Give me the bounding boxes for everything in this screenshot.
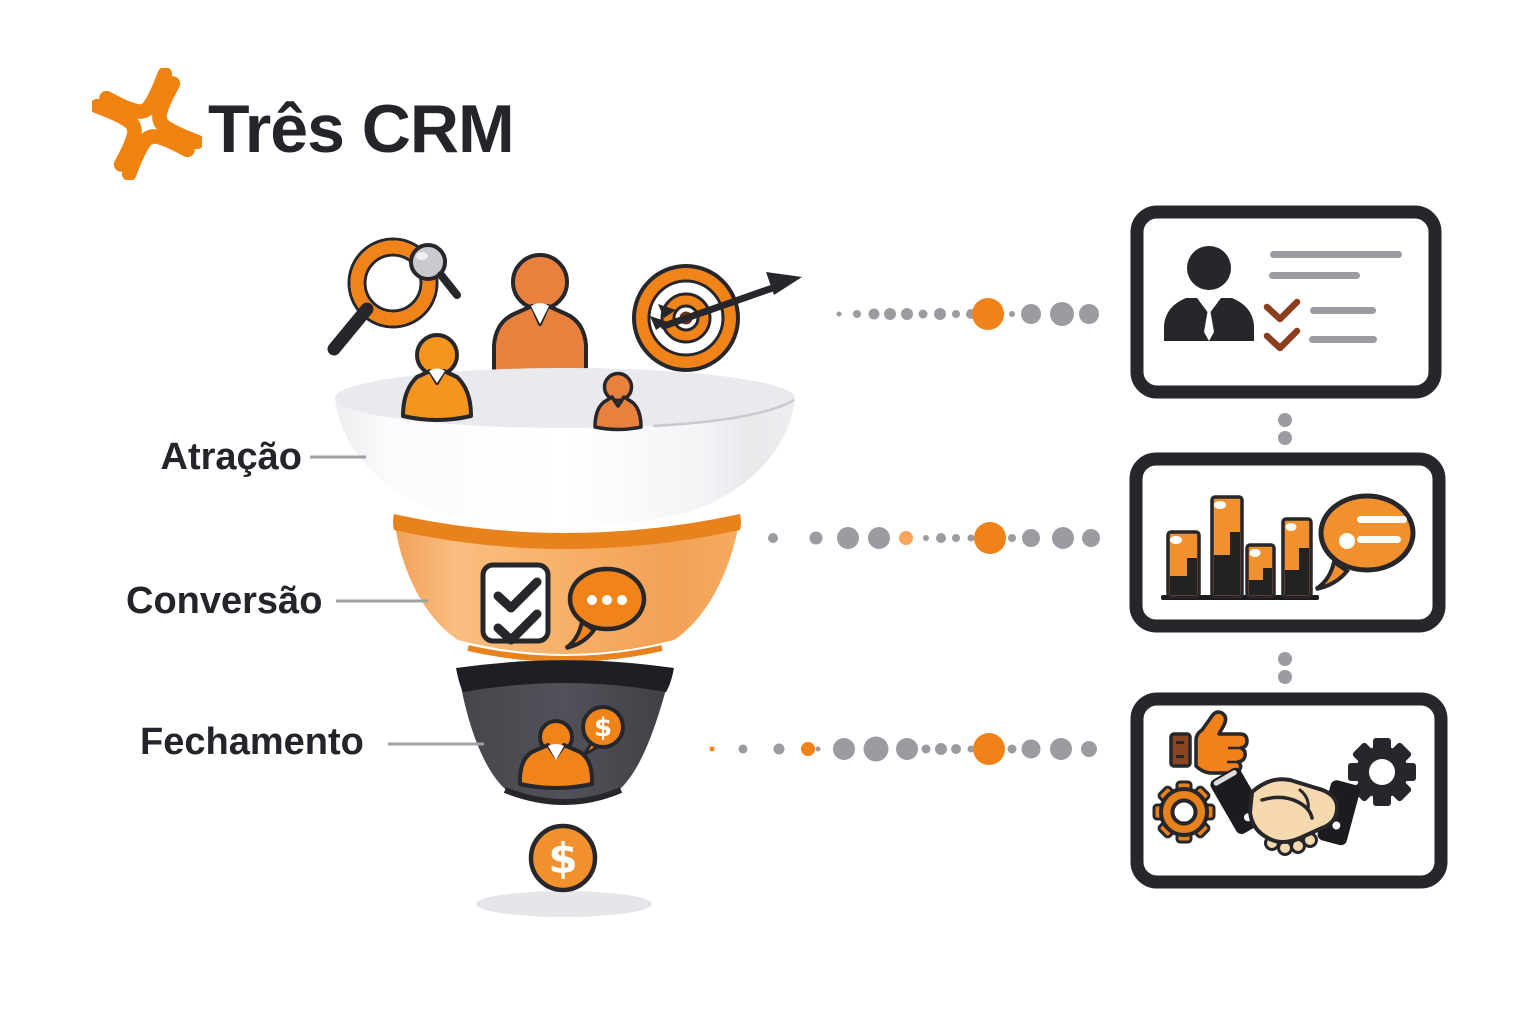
bar-chart-icon	[1161, 495, 1319, 600]
checkmark-icons	[1263, 298, 1301, 352]
card-link-dots-2	[1278, 652, 1292, 684]
label-connectors	[310, 455, 484, 746]
funnel-stage-closing: $	[456, 660, 674, 805]
funnel-stage-attraction	[335, 368, 795, 527]
prospect-person-small-icon	[593, 371, 643, 432]
brand-star-icon	[92, 68, 202, 180]
dotted-connector-conversion	[768, 522, 1100, 554]
profile-text-lines	[1269, 251, 1402, 343]
dotted-connector-closing	[709, 733, 1097, 765]
stage-label-attraction: Atração	[160, 436, 303, 478]
stage-label-conversion: Conversão	[126, 580, 323, 622]
card-link-dots-1	[1278, 413, 1292, 445]
search-icon	[327, 237, 461, 356]
coin-icon: $	[528, 823, 598, 893]
coin-dollar-symbol: $	[548, 834, 577, 883]
prospect-person-large-icon	[492, 253, 588, 380]
target-arrow-icon	[632, 264, 802, 372]
funnel-shadow	[476, 891, 652, 917]
prospect-person-medium-icon	[401, 333, 473, 422]
chat-dots-icon	[564, 566, 647, 650]
brand-name: Três CRM	[208, 91, 515, 167]
person-tie-icon	[1164, 246, 1254, 341]
gear-icon-black	[1348, 738, 1416, 806]
checklist-icon	[480, 562, 551, 645]
chat-bubble-icon	[1314, 493, 1416, 591]
client-dollar-icon: $	[517, 705, 625, 790]
card-lead-profile	[1130, 205, 1442, 399]
stage-label-closing: Fechamento	[140, 721, 364, 763]
card-deal-success	[1130, 692, 1448, 889]
card-analytics	[1129, 452, 1446, 633]
deal-dollar-symbol: $	[594, 713, 612, 743]
handshake-icon	[1210, 767, 1360, 856]
funnel-stage-conversion	[393, 514, 741, 662]
gear-icon-orange	[1152, 780, 1216, 844]
dotted-connector-attraction	[836, 298, 1099, 330]
